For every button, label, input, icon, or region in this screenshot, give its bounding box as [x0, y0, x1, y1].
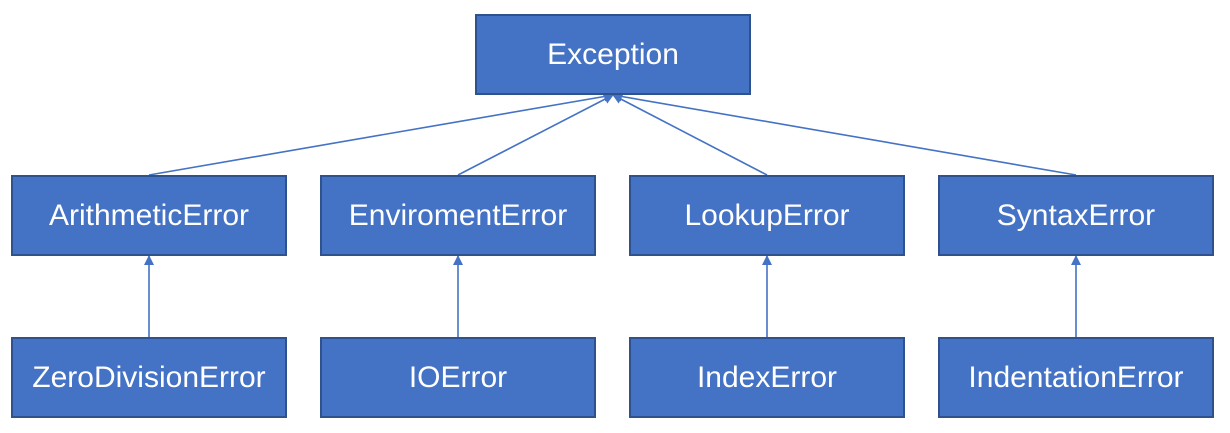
node-label: IOError	[408, 360, 508, 394]
node-indentation-error: IndentationError	[938, 337, 1214, 418]
node-label: IndexError	[696, 360, 838, 394]
node-label: ArithmeticError	[48, 198, 250, 232]
node-exception: Exception	[475, 14, 751, 95]
edge-lookup-to-exception	[612, 94, 768, 176]
node-label: ZeroDivisionError	[32, 360, 266, 394]
node-index-error: IndexError	[629, 337, 905, 418]
edge-arithmetic-to-exception	[148, 91, 614, 176]
node-io-error: IOError	[320, 337, 596, 418]
node-syntax-error: SyntaxError	[938, 175, 1214, 256]
node-lookup-error: LookupError	[629, 175, 905, 256]
node-enviroment-error: EnviromentError	[320, 175, 596, 256]
edge-enviroment-to-exception	[457, 94, 614, 176]
node-label: LookupError	[684, 198, 850, 232]
node-label: SyntaxError	[996, 198, 1156, 232]
edge-syntax-to-exception	[612, 91, 1077, 176]
node-arithmetic-error: ArithmeticError	[11, 175, 287, 256]
node-label: EnviromentError	[348, 198, 568, 232]
node-label: Exception	[547, 37, 679, 71]
node-zero-division-error: ZeroDivisionError	[11, 337, 287, 418]
node-label: IndentationError	[968, 360, 1184, 394]
